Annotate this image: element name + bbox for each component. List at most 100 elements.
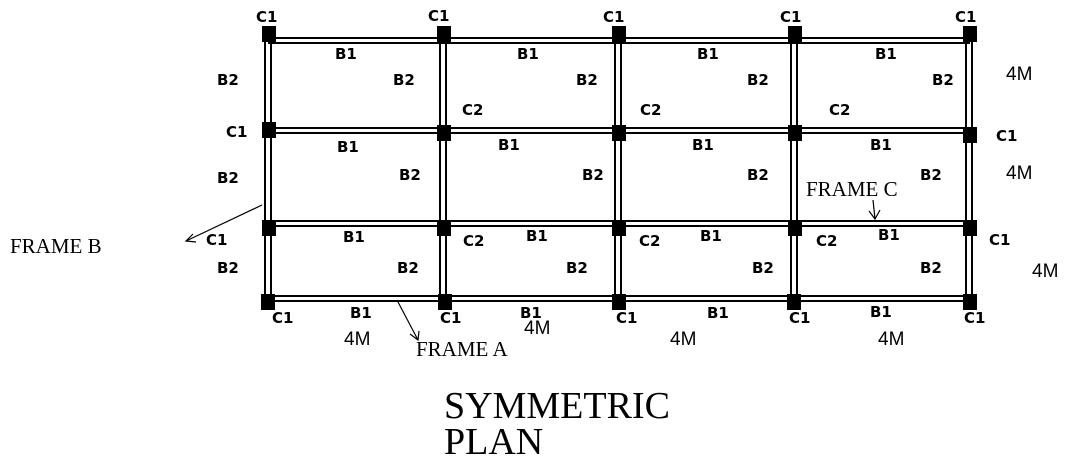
dimension-label-y-2: 4M — [1006, 163, 1032, 184]
beam-label-bay1-5: B2 — [932, 71, 954, 89]
column-r2-c4 — [788, 125, 802, 141]
frame-c-label: FRAME C — [806, 177, 898, 201]
beam-label-bay1-3: B2 — [576, 71, 598, 89]
column-label-row2-inner-2: C2 — [640, 101, 661, 119]
column-label-top-5: C1 — [955, 8, 976, 26]
column-r4-c1 — [261, 294, 275, 310]
beam-line-col-5 — [965, 33, 973, 303]
frame-b-label: FRAME B — [10, 234, 102, 258]
frame-annotations: FRAME B FRAME C FRAME A — [10, 177, 898, 361]
column-label-bottom-3: C1 — [616, 309, 637, 327]
frame-c-arrow — [868, 199, 881, 221]
beam-label-r4-2: B1 — [520, 304, 542, 322]
column-label-bottom-1: C1 — [272, 309, 293, 327]
column-label-top-4: C1 — [780, 8, 801, 26]
beam-label-bay3-1: B2 — [217, 259, 239, 277]
beam-label-bay2-4: B2 — [747, 166, 769, 184]
plan-title: SYMMETRIC PLAN — [444, 385, 670, 457]
beam-label-bay3-2: B2 — [397, 259, 419, 277]
vertical-beams — [264, 33, 973, 303]
column-label-top-2: C1 — [428, 7, 449, 25]
column-label-row2-right: C1 — [996, 127, 1017, 145]
beam-label-bay2-2: B2 — [399, 166, 421, 184]
dimension-labels: 4M 4M 4M 4M 4M 4M 4M — [344, 64, 1058, 350]
column-r1-c1 — [262, 26, 276, 42]
dimension-label-y-3: 4M — [1032, 261, 1058, 282]
beam-label-r4-1: B1 — [350, 304, 372, 322]
frame-a-label: FRAME A — [416, 337, 508, 361]
column-label-row2-inner-3: C2 — [829, 101, 850, 119]
beam-line-col-2 — [439, 33, 447, 303]
column-r3-c5 — [963, 220, 977, 236]
column-r2-c3 — [612, 125, 626, 141]
dimension-label-x-4: 4M — [878, 329, 904, 350]
beam-label-r1-1: B1 — [335, 45, 357, 63]
columns — [261, 26, 977, 310]
column-r3-c1 — [262, 220, 276, 236]
column-r1-c2 — [437, 26, 451, 42]
column-label-bottom-5: C1 — [964, 309, 985, 327]
horizontal-beams — [268, 37, 970, 302]
column-r2-c2 — [437, 125, 451, 141]
column-label-row2-left: C1 — [226, 123, 247, 141]
beam-label-r2-1: B1 — [337, 138, 359, 156]
beam-line-col-1 — [264, 33, 272, 303]
column-label-row2-inner-1: C2 — [462, 101, 483, 119]
column-r4-c2 — [438, 294, 452, 310]
dimension-label-y-1: 4M — [1006, 64, 1032, 85]
column-label-row3-right: C1 — [989, 231, 1010, 249]
frame-b-arrow — [184, 204, 263, 243]
column-r3-c4 — [788, 220, 802, 236]
beam-label-r3-3: B1 — [700, 227, 722, 245]
column-r4-c5 — [963, 294, 977, 310]
plan-title-line-1: SYMMETRIC — [444, 385, 670, 427]
column-label-row3-left: C1 — [206, 231, 227, 249]
column-label-row3-inner-3: C2 — [816, 232, 837, 250]
beam-label-r1-4: B1 — [875, 45, 897, 63]
beam-label-r4-3: B1 — [707, 304, 729, 322]
column-r4-c4 — [787, 294, 801, 310]
beam-label-r3-2: B1 — [526, 227, 548, 245]
beam-label-r3-1: B1 — [343, 228, 365, 246]
beam-labels-b1: B1 B1 B1 B1 B1 B1 B1 B1 B1 B1 B1 B1 B1 B… — [335, 45, 900, 322]
beam-labels-b2: B2 B2 B2 B2 B2 B2 B2 B2 B2 B2 B2 B2 B2 B… — [217, 71, 954, 277]
column-r2-c1 — [262, 122, 276, 138]
plan-title-line-2: PLAN — [444, 421, 543, 457]
beam-label-bay1-4: B2 — [747, 71, 769, 89]
column-label-top-3: C1 — [603, 8, 624, 26]
frame-a-arrow — [397, 301, 420, 342]
beam-label-bay1-1: B2 — [217, 71, 239, 89]
dimension-label-x-3: 4M — [670, 329, 696, 350]
column-label-bottom-2: C1 — [440, 309, 461, 327]
column-r1-c4 — [788, 26, 802, 42]
beam-label-r1-2: B1 — [517, 45, 539, 63]
column-label-top-1: C1 — [256, 8, 277, 26]
dimension-label-x-1: 4M — [344, 329, 370, 350]
beam-label-bay2-1: B2 — [217, 169, 239, 187]
beam-line-col-3 — [614, 33, 622, 303]
column-r3-c3 — [612, 220, 626, 236]
beam-label-bay1-2: B2 — [393, 71, 415, 89]
column-labels: C1 C1 C1 C1 C1 C1 C1 C2 C2 C2 C1 C1 C2 C… — [206, 7, 1017, 327]
beam-label-r2-2: B1 — [498, 136, 520, 154]
column-r1-c5 — [963, 26, 977, 42]
column-label-row3-inner-2: C2 — [639, 232, 660, 250]
beam-label-bay3-4: B2 — [752, 259, 774, 277]
column-r1-c3 — [612, 26, 626, 42]
beam-label-r4-4: B1 — [870, 303, 892, 321]
beam-label-r3-4: B1 — [878, 226, 900, 244]
beam-label-bay3-5: B2 — [920, 259, 942, 277]
beam-line-col-4 — [790, 33, 798, 303]
beam-label-bay3-3: B2 — [566, 259, 588, 277]
column-label-row3-inner-1: C2 — [463, 232, 484, 250]
column-label-bottom-4: C1 — [789, 309, 810, 327]
column-r3-c2 — [437, 220, 451, 236]
beam-label-r2-4: B1 — [870, 136, 892, 154]
column-r4-c3 — [612, 294, 626, 310]
column-r2-c5 — [963, 127, 977, 143]
beam-label-bay2-5: B2 — [920, 166, 942, 184]
beam-label-bay2-3: B2 — [582, 166, 604, 184]
beam-label-r2-3: B1 — [692, 136, 714, 154]
